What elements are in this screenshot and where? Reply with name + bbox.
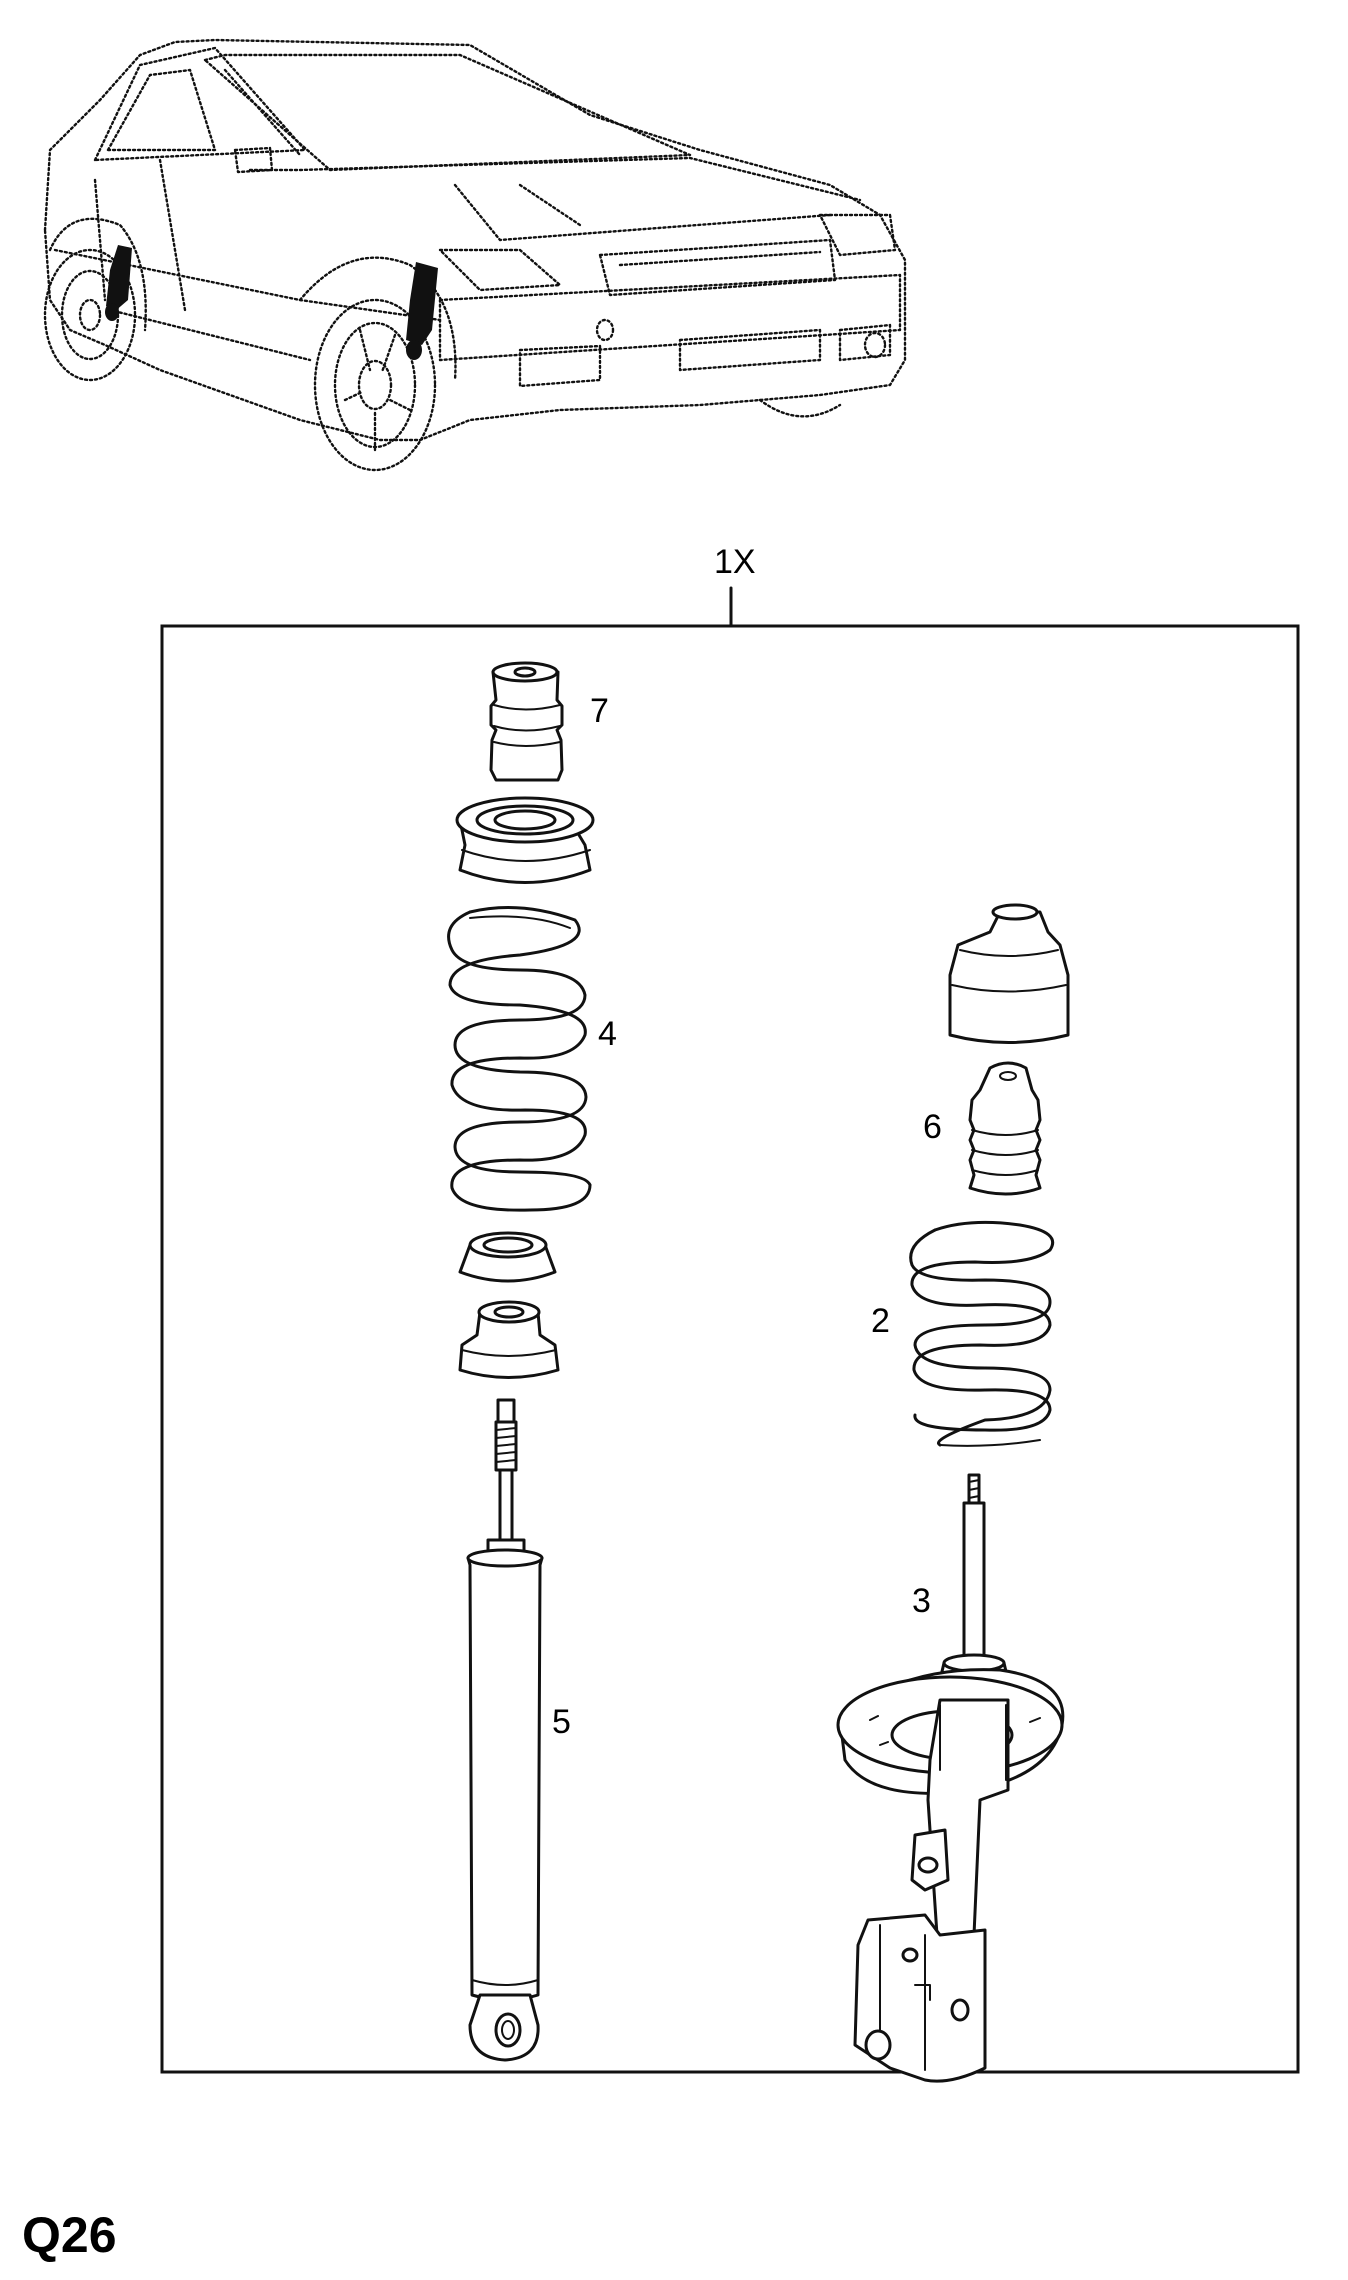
callout-5: 5 [552,1703,571,1741]
car-illustration [43,38,907,472]
callout-7: 7 [590,692,609,730]
callout-3: 3 [912,1582,931,1620]
upper-spring-seat [455,796,595,884]
kit-quantity-label: 1X [714,543,756,581]
rear-bump-stop-sleeve [458,1300,560,1379]
part-6-front-bump-stop [968,1061,1042,1196]
part-5-rear-shock-absorber [466,1398,544,2062]
part-2-front-coil-spring [909,1220,1055,1447]
part-3-front-strut [836,1473,1065,2083]
callout-6: 6 [923,1108,942,1146]
part-4-rear-coil-spring [447,906,592,1212]
part-7-bump-stop [489,661,564,782]
kit-frame [160,624,1300,2074]
page-code: Q26 [22,2207,117,2263]
front-strut-top-cap [948,903,1070,1044]
callout-4: 4 [598,1015,617,1053]
callout-2: 2 [871,1302,890,1340]
lower-spring-seat [458,1231,557,1283]
